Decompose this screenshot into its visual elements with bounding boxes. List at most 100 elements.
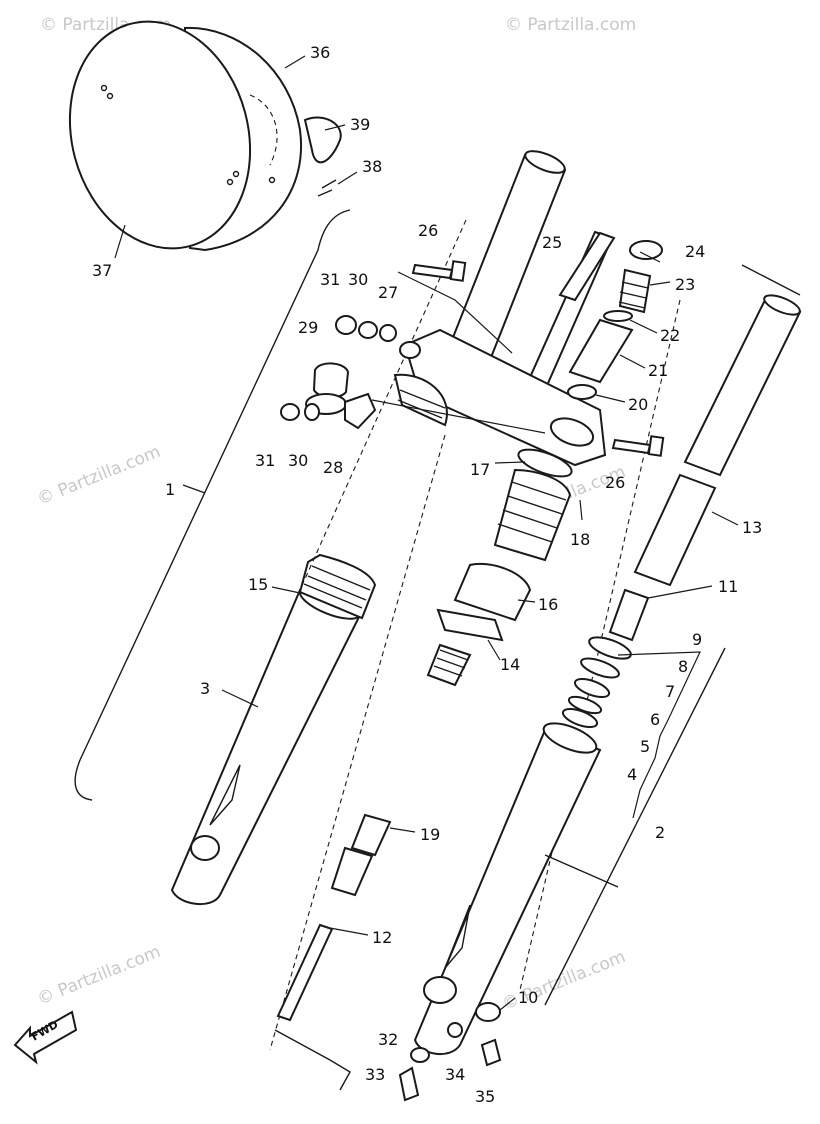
rim-hole [106, 92, 114, 100]
rubber-band [303, 116, 342, 164]
leader-28 [371, 399, 546, 434]
rim-hole [232, 170, 240, 178]
bolt-26-upper [411, 260, 467, 282]
callout-35: 35 [475, 1087, 495, 1106]
leader-16 [517, 599, 536, 603]
washer-31 [335, 315, 357, 335]
right-top-stack [567, 240, 663, 400]
left-outer-tube [170, 588, 362, 906]
callout-15: 15 [248, 575, 268, 594]
axis-left [299, 219, 467, 591]
callout-23: 23 [675, 275, 695, 294]
callout-21: 21 [648, 361, 668, 380]
leader-17 [494, 461, 526, 464]
callout-6: 6 [650, 710, 660, 729]
fwd-arrow-shape [13, 1010, 78, 1065]
leader-26-upper [397, 271, 513, 354]
center-fork-internal [276, 448, 573, 1022]
clip-14 [436, 608, 504, 642]
left-fork-leg [170, 553, 377, 906]
callout-10: 10 [518, 988, 538, 1007]
boot-ridges [303, 565, 371, 609]
callout-30-upper: 30 [348, 270, 368, 289]
callout-34: 34 [445, 1065, 465, 1084]
left-inner-tube [448, 150, 567, 362]
washer-32 [410, 1047, 430, 1063]
callout-2: 2 [655, 823, 665, 842]
cap-29 [312, 362, 350, 398]
bracket-2-right [544, 647, 726, 1006]
watermark: © Partzilla.com [505, 15, 636, 35]
bolt-33 [398, 1066, 420, 1102]
callout-25: 25 [542, 233, 562, 252]
headlight-assembly [68, 20, 342, 252]
callout-37: 37 [92, 261, 112, 280]
seal-9 [588, 636, 632, 660]
stem-tube-25-body [558, 231, 616, 302]
axis-center [269, 434, 446, 1051]
leader-39 [324, 124, 346, 131]
bracket-12-bottom [274, 1029, 351, 1091]
right-inner-tube [683, 298, 802, 477]
callout-16: 16 [538, 595, 558, 614]
washer-20 [567, 384, 597, 400]
leader-11 [647, 585, 713, 599]
callout-18: 18 [570, 530, 590, 549]
callout-4: 4 [627, 765, 637, 784]
leader-22 [629, 319, 658, 334]
damper-rod-12 [276, 923, 334, 1022]
left-dust-boot [298, 553, 377, 620]
callout-28: 28 [323, 458, 343, 477]
washer-10 [475, 1002, 501, 1022]
callout-33: 33 [365, 1065, 385, 1084]
callout-36: 36 [310, 43, 330, 62]
callout-32: 32 [378, 1030, 398, 1049]
bracket-2-steps [617, 651, 701, 819]
bracket-boss [399, 341, 421, 359]
right-fork-leg [413, 294, 802, 1056]
assembly-bracket-1 [74, 209, 351, 801]
callout-labels: 1 2 3 4 5 6 7 8 9 10 11 12 13 14 15 16 1… [92, 43, 762, 1106]
callout-12: 12 [372, 928, 392, 947]
spring-19b [330, 846, 374, 897]
washer-8 [580, 657, 620, 679]
washer-34 [447, 1022, 463, 1038]
callout-38: 38 [362, 157, 382, 176]
right-fin [444, 904, 471, 969]
right-outer-tube-2 [413, 728, 602, 1056]
oil-seal-17 [517, 448, 573, 478]
leader-19 [389, 827, 416, 833]
leader-23 [649, 281, 671, 286]
washer-stack-upper [335, 315, 397, 342]
leader-38 [337, 171, 358, 185]
callout-31-lower: 31 [255, 451, 275, 470]
callout-29: 29 [298, 318, 318, 337]
lower-hardware [398, 1002, 502, 1102]
cap-24 [629, 240, 663, 260]
spring-short [426, 643, 472, 687]
watermark: © Partzilla.com [34, 442, 163, 510]
callout-9: 9 [692, 630, 702, 649]
bracket-2-top [741, 264, 801, 296]
leader-15 [271, 586, 301, 594]
leader-12 [329, 927, 369, 936]
collar-11 [608, 588, 650, 642]
boot-upper-16 [493, 468, 572, 562]
stem-boot [393, 373, 448, 427]
right-outer-tube-top [542, 722, 598, 754]
leader-37 [114, 224, 126, 259]
callout-20: 20 [628, 395, 648, 414]
o-ring-22 [603, 310, 633, 322]
leader-1 [182, 484, 206, 494]
nut-threads [618, 281, 649, 309]
leader-10 [499, 997, 516, 1011]
bolt-26-lower [611, 435, 665, 457]
left-inner-tube-body [448, 153, 567, 362]
clip-7 [573, 677, 611, 699]
clamp-eye [549, 417, 595, 447]
washer-30-lower [304, 403, 320, 421]
leader-lines [114, 55, 739, 1011]
left-inner-tube-cap [524, 150, 566, 174]
